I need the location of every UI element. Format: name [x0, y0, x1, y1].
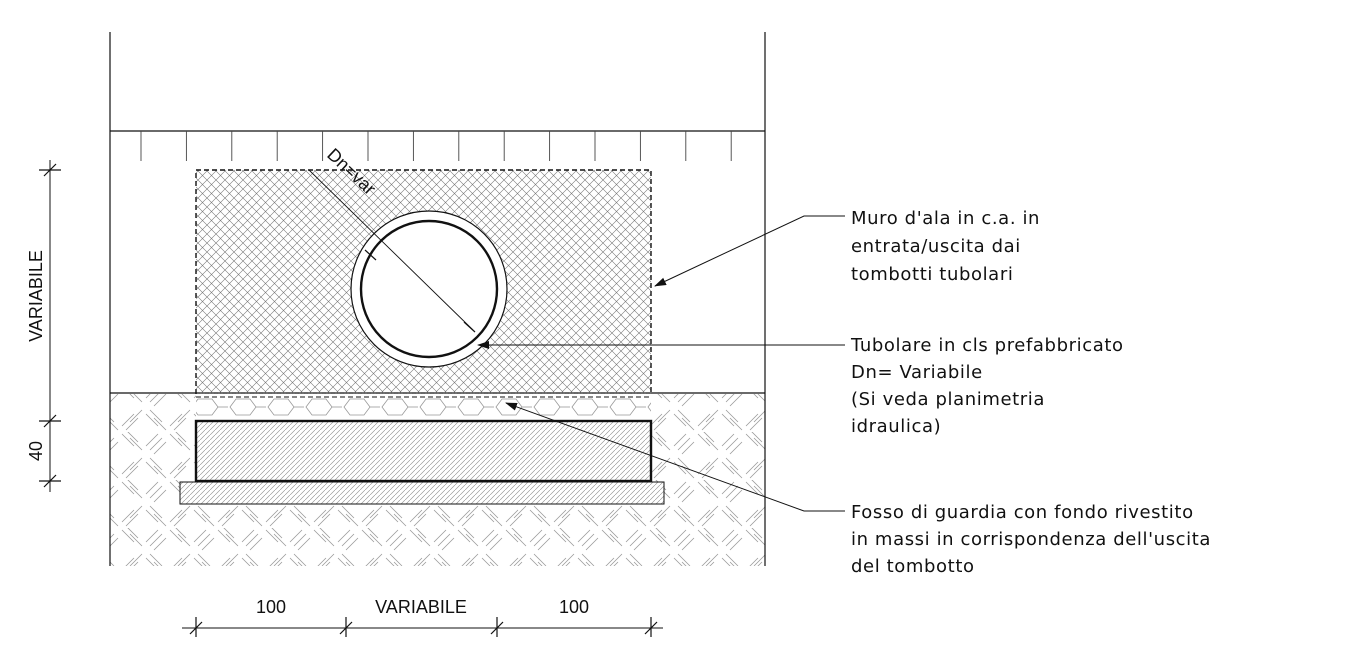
foundation-slab	[194, 419, 653, 483]
callout-pipe: Tubolare in cls prefabbricato Dn= Variab…	[850, 335, 1124, 437]
callout-line: idraulica)	[851, 416, 941, 437]
callout-line: del tombotto	[851, 556, 975, 577]
surface-ticks	[140, 131, 732, 161]
bottom-dimension: 100 VARIABILE 100	[182, 597, 663, 637]
callout-wall: Muro d'ala in c.a. in entrata/uscita dai…	[851, 208, 1040, 285]
callout-line: Tubolare in cls prefabbricato	[850, 335, 1124, 356]
dim-bottom-center: VARIABILE	[375, 597, 467, 617]
callout-line: (Si veda planimetria	[851, 389, 1045, 410]
callout-line: entrata/uscita dai	[851, 236, 1021, 257]
callout-line: Dn= Variabile	[851, 362, 983, 383]
callout-line: Fosso di guardia con fondo rivestito	[851, 502, 1194, 523]
lean-concrete	[179, 481, 665, 505]
callout-ditch: Fosso di guardia con fondo rivestito in …	[851, 502, 1211, 577]
dim-left-lower: 40	[26, 441, 46, 461]
callout-line: tombotti tubolari	[851, 264, 1013, 285]
callout-leaders	[477, 215, 845, 512]
stone-lining	[196, 394, 651, 421]
dim-left-upper: VARIABILE	[26, 250, 46, 342]
callout-line: Muro d'ala in c.a. in	[851, 208, 1040, 229]
left-dimension: VARIABILE 40	[26, 160, 61, 492]
callout-line: in massi in corrispondenza dell'uscita	[851, 529, 1211, 550]
dim-bottom-left: 100	[256, 597, 286, 617]
dim-bottom-right: 100	[559, 597, 589, 617]
